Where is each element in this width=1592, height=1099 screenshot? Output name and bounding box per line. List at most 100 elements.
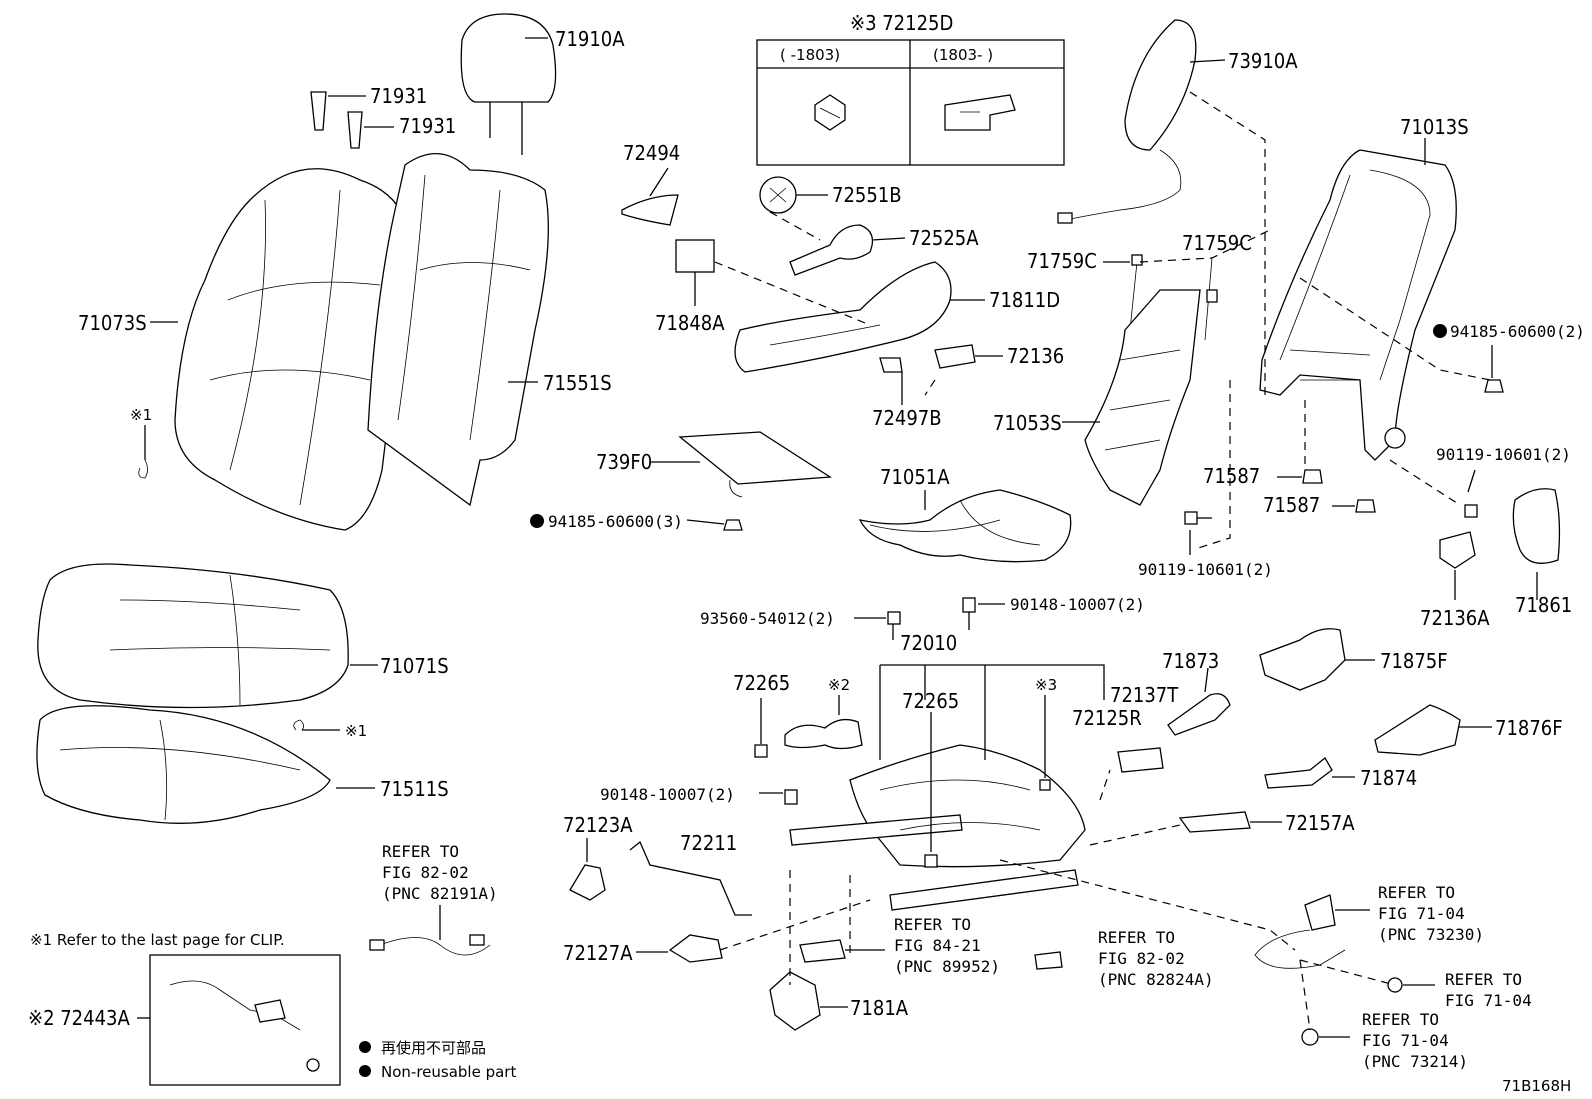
- refer-to-71-04: REFER TO FIG 71-04: [1445, 970, 1532, 1010]
- label-71073S: 71073S: [78, 311, 147, 335]
- label-739F0: 739F0: [596, 450, 652, 474]
- label-72265-a: 72265: [733, 671, 790, 695]
- cover-71861-drawing: [1512, 488, 1561, 600]
- cover-72123A-drawing: [569, 838, 606, 901]
- label-71861: 71861: [1515, 593, 1572, 617]
- clip-mark-1-label: ※1: [130, 406, 152, 424]
- refer-to-73230: REFER TO FIG 71-04 (PNC 73230): [1378, 883, 1484, 944]
- label-71053S: 71053S: [993, 411, 1062, 435]
- label-72127A: 72127A: [563, 941, 633, 965]
- label-71910A: 71910A: [555, 27, 625, 51]
- harness-ref-82191A-drawing: [369, 905, 491, 956]
- ref4-line3: (PNC 73230): [1378, 925, 1484, 944]
- refer-to-82191A: REFER TO FIG 82-02 (PNC 82191A): [382, 842, 498, 903]
- label-94185-60600-3: 94185-60600(3): [548, 512, 683, 531]
- harness-mark-2-drawing: [784, 695, 863, 750]
- headrest-71910A-drawing: [460, 13, 557, 155]
- seat-cushion-cover-71071S-drawing: [37, 563, 378, 709]
- label-72443A: ※2 72443A: [28, 1006, 130, 1030]
- wire-71759C-drawing: [1103, 254, 1218, 341]
- label-71587-b: 71587: [1263, 493, 1320, 517]
- label-90119-10601-a: 90119-10601(2): [1436, 445, 1571, 464]
- legend-bullet-jp: [359, 1041, 371, 1053]
- label-72157A: 72157A: [1285, 811, 1355, 835]
- harness-71051A-drawing: [858, 489, 1072, 563]
- nonreusable-bullet-94185-3: [530, 514, 544, 528]
- seat-back-pad-71551S-drawing: [367, 152, 549, 507]
- cover-72137T-drawing: [1117, 747, 1164, 773]
- label-71587-a: 71587: [1203, 464, 1260, 488]
- diagram-id: 71B168H: [1502, 1077, 1571, 1095]
- rod-72211-drawing: [629, 840, 752, 916]
- label-93560-54012: 93560-54012(2): [700, 609, 835, 628]
- bushing-71587-drawing: [1277, 469, 1376, 513]
- label-71551S: 71551S: [543, 371, 612, 395]
- label-72010: 72010: [900, 631, 957, 655]
- label-71759C-b: 71759C: [1182, 231, 1252, 255]
- label-71511S: 71511S: [380, 777, 449, 801]
- label-71931-b: 71931: [399, 114, 456, 138]
- seat-back-cover-71073S-drawing: [150, 168, 411, 531]
- clip-mark-3-drawing: [1039, 695, 1051, 791]
- ref2-line1: REFER TO: [894, 915, 971, 934]
- bracket-71876F-drawing: [1374, 704, 1492, 756]
- ref1-line1: REFER TO: [382, 842, 459, 861]
- clip-note: ※1 Refer to the last page for CLIP.: [30, 931, 285, 949]
- refer-to-89952: REFER TO FIG 84-21 (PNC 89952): [894, 915, 1000, 976]
- lever-72525A-drawing: [789, 224, 906, 276]
- ref6-line3: (PNC 73214): [1362, 1052, 1468, 1071]
- label-72136A: 72136A: [1420, 606, 1490, 630]
- label-71875F: 71875F: [1380, 649, 1448, 673]
- clip-72497B-drawing: [879, 357, 903, 405]
- ref5-line1: REFER TO: [1445, 970, 1522, 989]
- nonreusable-bullet-94185-2: [1433, 324, 1447, 338]
- seat-cushion-pad-71511S-drawing: [36, 705, 375, 824]
- label-72211: 72211: [680, 831, 737, 855]
- bracket-71875F-drawing: [1259, 628, 1375, 691]
- clip-mark-2-label: ※2: [828, 676, 850, 694]
- clip-mark-1b-drawing: [293, 719, 340, 731]
- airbag-73910A-drawing: [1057, 19, 1226, 224]
- trim-72494-drawing: [621, 167, 679, 226]
- legend-bullet-en: [359, 1065, 371, 1077]
- inset-72443A: [137, 954, 341, 1086]
- label-90148-10007-left: 90148-10007(2): [600, 785, 735, 804]
- label-71874: 71874: [1360, 766, 1417, 790]
- legend-japanese: 再使用不可部品: [381, 1039, 486, 1057]
- label-72137T: 72137T: [1110, 683, 1179, 707]
- label-71071S: 71071S: [380, 654, 449, 678]
- ref3-line1: REFER TO: [1098, 928, 1175, 947]
- motor-7181A-drawing: [769, 971, 848, 1031]
- ref2-line3: (PNC 89952): [894, 957, 1000, 976]
- nut-94185-2-drawing: [1484, 345, 1504, 393]
- clip-mark-3-label: ※3: [1035, 676, 1057, 694]
- label-71931-a: 71931: [370, 84, 427, 108]
- label-71876F: 71876F: [1495, 716, 1563, 740]
- ref3-line2: FIG 82-02: [1098, 949, 1185, 968]
- headrest-guide-71931-drawing: [310, 91, 394, 149]
- ref4-line2: FIG 71-04: [1378, 904, 1465, 923]
- ref6-line2: FIG 71-04: [1362, 1031, 1449, 1050]
- label-72123A: 72123A: [563, 813, 633, 837]
- knob-72551B-drawing: [759, 176, 828, 214]
- cover-72127A-drawing: [636, 934, 723, 963]
- bolt-90119-drawing: [1184, 469, 1478, 555]
- label-72136: 72136: [1007, 344, 1064, 368]
- clip-mark-1b-label: ※1: [345, 722, 367, 740]
- variant-table-72125D: [756, 39, 1065, 166]
- refer-to-82824A: REFER TO FIG 82-02 (PNC 82824A): [1098, 928, 1214, 989]
- label-72551B: 72551B: [832, 183, 902, 207]
- ref2-line2: FIG 84-21: [894, 936, 981, 955]
- ref1-line2: FIG 82-02: [382, 863, 469, 882]
- label-94185-60600-2: 94185-60600(2): [1450, 322, 1585, 341]
- ref6-line1: REFER TO: [1362, 1010, 1439, 1029]
- label-72494: 72494: [623, 141, 680, 165]
- label-71759C-a: 71759C: [1027, 249, 1097, 273]
- label-90119-10601-b: 90119-10601(2): [1138, 560, 1273, 579]
- label-72525A: 72525A: [909, 226, 979, 250]
- side-shield-71811D-drawing: [734, 261, 985, 373]
- clip-72136-drawing: [934, 344, 1003, 369]
- bracket-72136A-drawing: [1439, 531, 1476, 600]
- label-71811D: 71811D: [989, 288, 1060, 312]
